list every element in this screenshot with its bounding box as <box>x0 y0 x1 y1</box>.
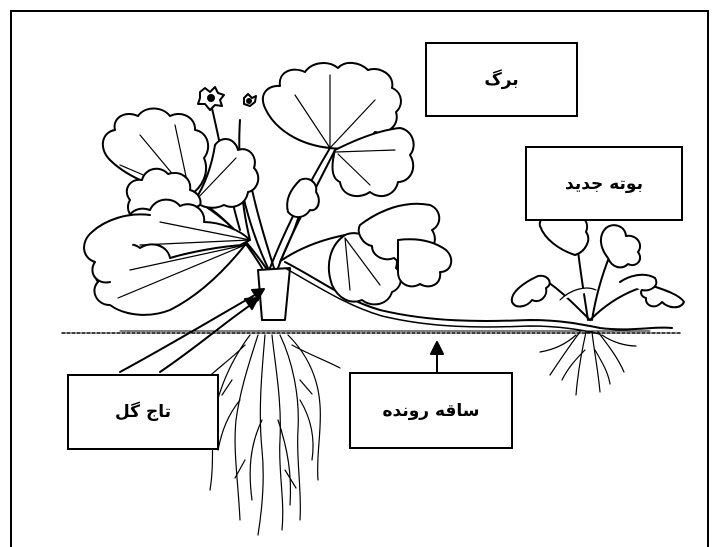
label-leaf: برگ <box>425 42 578 117</box>
flower-buds <box>197 86 257 111</box>
leaf-upper-left <box>101 107 260 222</box>
arrow-crown <box>119 288 265 373</box>
label-new-plant: بوته جدید <box>525 146 683 221</box>
main-plant-roots <box>199 334 341 536</box>
leaf-right-center <box>286 177 453 306</box>
ground-line <box>61 330 681 334</box>
crown-base <box>257 267 291 321</box>
label-runner-text: ساقه رونده <box>382 400 480 421</box>
label-crown-text: تاج گل <box>115 402 171 422</box>
label-new-plant-text: بوته جدید <box>565 173 643 194</box>
label-runner: ساقه رونده <box>349 372 513 449</box>
leaf-lower-left <box>83 198 251 316</box>
new-plant-illustration <box>510 210 685 321</box>
arrow-runner <box>430 341 444 373</box>
diagram-frame <box>10 10 709 547</box>
label-leaf-text: برگ <box>484 69 519 90</box>
leaf-top-center <box>261 62 415 198</box>
new-plant-roots <box>539 331 637 396</box>
label-crown: تاج گل <box>67 374 219 450</box>
